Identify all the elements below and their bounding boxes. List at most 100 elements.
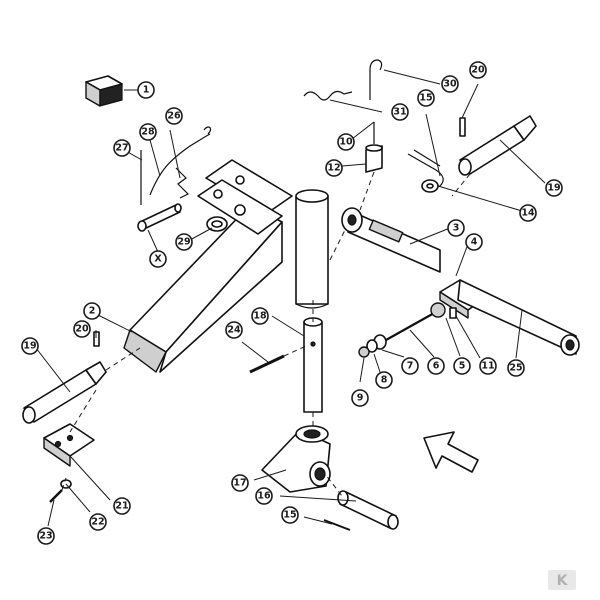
svg-text:K: K: [557, 573, 569, 589]
callout-11: 11: [479, 357, 497, 375]
svg-text:26: 26: [167, 111, 181, 122]
callout-4: 4: [465, 233, 483, 251]
part-19-shaft-left: [22, 361, 107, 424]
callout-15-bottom: 15: [281, 506, 299, 524]
direction-arrow-icon: [423, 431, 479, 473]
callout-23: 23: [37, 527, 55, 545]
callout-2: 2: [83, 302, 101, 320]
part-17-swivel-hub: [261, 425, 331, 493]
part-20-pin-top: [459, 117, 466, 137]
callout-25: 25: [507, 359, 525, 377]
svg-text:1: 1: [143, 85, 150, 96]
callout-24: 24: [225, 321, 243, 339]
svg-text:17: 17: [233, 478, 246, 489]
svg-text:4: 4: [471, 237, 478, 248]
part-15-pin-bottom: [323, 519, 351, 531]
svg-text:12: 12: [327, 163, 340, 174]
callout-31: 31: [391, 103, 409, 121]
callout-19-right: 19: [545, 179, 563, 197]
svg-text:11: 11: [481, 361, 494, 372]
part-28-wire: [149, 126, 212, 196]
part-1-block: [85, 75, 123, 107]
svg-text:15: 15: [283, 510, 296, 521]
callout-22: 22: [89, 513, 107, 531]
part-31-chain: [303, 90, 353, 101]
svg-text:19: 19: [23, 341, 36, 352]
svg-text:9: 9: [357, 393, 364, 404]
callout-x: X: [149, 250, 167, 268]
svg-text:14: 14: [521, 208, 535, 219]
part-26-spring-clip: [175, 167, 190, 199]
part-29-washer: [206, 216, 228, 232]
svg-text:22: 22: [91, 517, 104, 528]
part-bracket-plates: [197, 159, 293, 235]
svg-text:7: 7: [407, 361, 414, 372]
callout-28: 28: [139, 123, 157, 141]
part-21-clamp-block: [43, 423, 95, 467]
svg-text:28: 28: [141, 127, 155, 138]
callout-26: 26: [165, 107, 183, 125]
svg-text:2: 2: [89, 306, 96, 317]
svg-text:23: 23: [39, 531, 52, 542]
part-24-pin: [249, 354, 285, 374]
callout-14: 14: [519, 204, 537, 222]
part-23-bolt: [49, 489, 63, 503]
svg-text:20: 20: [471, 65, 485, 76]
callout-1: 1: [137, 81, 155, 99]
part-3-upper-link: [341, 207, 441, 273]
part-19-shaft-top: [458, 115, 537, 176]
part-9-nut: [358, 346, 370, 358]
svg-text:20: 20: [75, 324, 89, 335]
part-12-sleeve: [365, 144, 383, 173]
callout-5: 5: [453, 357, 471, 375]
callout-7: 7: [401, 357, 419, 375]
part-11-screw: [449, 307, 457, 319]
part-14-washer: [421, 179, 439, 193]
svg-text:8: 8: [381, 375, 388, 386]
brand-logo: K: [548, 570, 576, 590]
svg-text:21: 21: [115, 501, 128, 512]
callout-8: 8: [375, 371, 393, 389]
callout-18: 18: [251, 307, 269, 325]
svg-text:30: 30: [443, 79, 457, 90]
part-25-lower-link: [457, 279, 580, 356]
callout-6: 6: [427, 357, 445, 375]
part-5-nut: [430, 302, 446, 318]
callout-20-left: 20: [73, 320, 91, 338]
part-8-spring-washer: [366, 339, 378, 353]
svg-text:10: 10: [339, 137, 353, 148]
callout-20-top: 20: [469, 61, 487, 79]
part-2-main-arm: [123, 204, 283, 373]
callout-16: 16: [255, 487, 273, 505]
callout-27: 27: [113, 139, 131, 157]
svg-text:3: 3: [453, 223, 460, 234]
callout-3: 3: [447, 219, 465, 237]
svg-text:18: 18: [253, 311, 267, 322]
part-16-long-pin: [337, 490, 399, 530]
part-30-hook: [369, 59, 383, 100]
svg-text:25: 25: [509, 363, 522, 374]
svg-text:24: 24: [227, 325, 241, 336]
svg-text:27: 27: [115, 143, 128, 154]
callout-21: 21: [113, 497, 131, 515]
leader-lines: [35, 69, 546, 527]
assembly-dashed-lines: [61, 171, 471, 497]
callout-29: 29: [175, 233, 193, 251]
svg-text:29: 29: [177, 237, 190, 248]
part-27-clevis-pin: [137, 150, 182, 232]
callout-15-top: 15: [417, 89, 435, 107]
svg-text:5: 5: [459, 361, 466, 372]
svg-text:16: 16: [257, 491, 271, 502]
callout-17: 17: [231, 474, 249, 492]
part-vertical-tube: [295, 189, 329, 309]
callout-30: 30: [441, 75, 459, 93]
part-18-vertical-shaft: [303, 317, 323, 413]
callout-10: 10: [337, 133, 355, 151]
svg-text:X: X: [154, 254, 162, 265]
svg-text:31: 31: [393, 107, 406, 118]
svg-text:15: 15: [419, 93, 432, 104]
part-6-bolt: [385, 311, 437, 341]
callout-9: 9: [351, 389, 369, 407]
callout-19-left: 19: [21, 337, 39, 355]
